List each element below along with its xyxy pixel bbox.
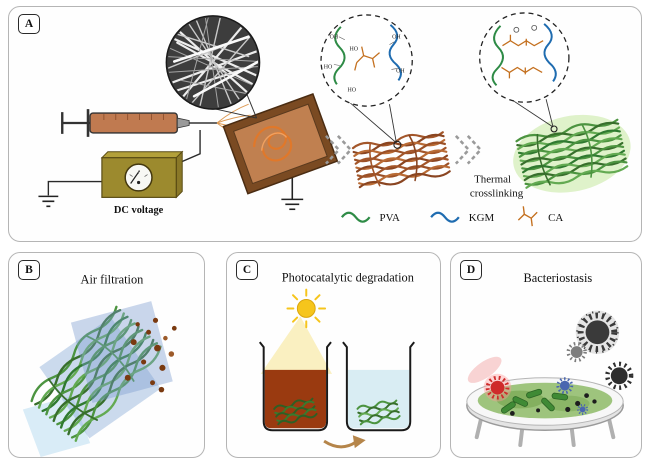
dye-liquid: [264, 369, 327, 429]
virus-large-icon: [575, 310, 620, 355]
collector-plate: [222, 93, 339, 195]
panel-a-label: A: [18, 14, 40, 34]
chemistry-inset-crosslinked: [479, 12, 570, 133]
deposited-fiber-coil: [253, 125, 293, 162]
chem-label: OH: [330, 35, 339, 41]
syringe: [61, 109, 217, 137]
cocci-bacteria: [509, 393, 597, 416]
virus-small-gray-icon: [566, 341, 587, 363]
chemistry-inset-precrosslink: OH HO HO OH OH HO: [320, 14, 413, 149]
sun-icon: [286, 288, 327, 329]
air-filter-fiber-mat: [30, 305, 162, 442]
mat-in-dye: [273, 397, 318, 426]
chem-label: HO: [347, 87, 356, 93]
ground-symbol-left: [38, 195, 59, 208]
panel-d: D Bacteriostasis: [450, 252, 642, 458]
sem-inset: [165, 15, 261, 119]
dust-particles: [124, 317, 177, 393]
dc-voltage-supply: [100, 150, 184, 199]
wire-syringe-to-supply: [176, 129, 201, 165]
pva-chain: [491, 25, 504, 87]
panel-c: C Photocatalytic degradation: [226, 252, 441, 458]
rod-bacteria: [501, 388, 569, 414]
blue-spiky-microbe-small: [577, 403, 589, 415]
transfer-arrow: [323, 435, 366, 449]
dish-legs: [474, 418, 616, 448]
panel-b-graphic: Air filtration: [22, 273, 177, 457]
panel-a-graphic: DC voltage: [38, 12, 631, 227]
legend-ca-label: CA: [548, 212, 563, 224]
legend-pva-line: [340, 211, 371, 223]
voltmeter-needle: [130, 170, 141, 184]
panel-a: A DC volta: [8, 6, 642, 242]
pva-chain: [333, 26, 346, 85]
light-beam: [260, 316, 333, 374]
beaker-outline: [342, 341, 415, 432]
chem-label: OH: [396, 68, 405, 74]
beaker-outline: [258, 341, 332, 432]
kgm-chain: [388, 24, 402, 81]
panel-d-title: Bacteriostasis: [524, 271, 593, 285]
panel-c-title: Photocatalytic degradation: [282, 271, 414, 285]
panel-c-graphic: Photocatalytic degradation: [258, 271, 415, 449]
brown-fiber-mat: [351, 131, 451, 189]
wire-supply-to-ground: [47, 180, 102, 196]
ground-symbol-collector: [281, 198, 304, 211]
legend: PVA KGM CA: [340, 206, 563, 227]
chem-label: HO: [324, 64, 333, 70]
legend-ca-glyph: [517, 206, 538, 227]
panel-d-graphic: Bacteriostasis: [466, 271, 634, 448]
dc-voltage-label: DC voltage: [114, 205, 164, 216]
panel-b: B Air filtration: [8, 252, 205, 458]
process-arrow-2: [454, 135, 483, 165]
legend-kgm-label: KGM: [469, 212, 495, 224]
citric-acid-molecule: [354, 46, 380, 71]
panel-d-label: D: [460, 260, 482, 280]
chem-label: HO: [349, 47, 358, 53]
process-arrow-1: [325, 135, 353, 165]
legend-pva-label: PVA: [380, 212, 401, 224]
thermal-crosslinking-label-line1: Thermal: [474, 174, 511, 186]
clean-liquid: [347, 369, 410, 429]
red-glow: [467, 356, 502, 383]
beaker-dye-solution: [258, 341, 332, 432]
thermal-crosslinking-label-line2: crosslinking: [470, 187, 524, 199]
mat-in-clean: [356, 399, 401, 426]
voltmeter-dial: [124, 163, 153, 192]
beaker-clean-solution: [342, 341, 415, 432]
chem-label: OH: [392, 35, 401, 41]
red-spiky-microbe: [483, 373, 512, 402]
panel-b-title: Air filtration: [81, 273, 144, 287]
panel-b-label: B: [18, 260, 40, 280]
panel-c-label: C: [236, 260, 258, 280]
legend-kgm-line: [430, 211, 460, 223]
kgm-chain: [543, 23, 557, 82]
filter-layer-front: [70, 301, 173, 403]
crosslink-bridges: [501, 34, 544, 79]
blue-spiky-microbe: [556, 377, 574, 395]
nanofiber-web: [167, 17, 259, 108]
green-fiber-mat: [513, 114, 631, 193]
virus-medium-icon: [605, 361, 634, 390]
